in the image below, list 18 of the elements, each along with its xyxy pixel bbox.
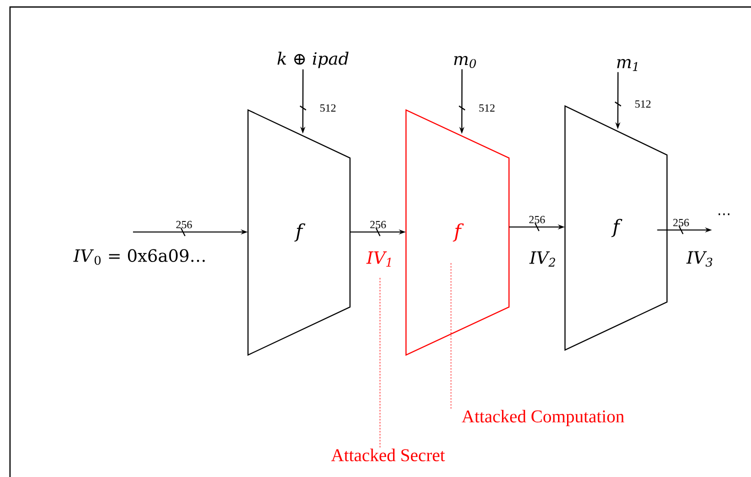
math-label: IV$_{1}$ bbox=[366, 251, 391, 267]
annotation-text: Attacked Secret bbox=[331, 448, 445, 462]
math-label: IV$_{0}$ = 0x6a09… bbox=[73, 249, 205, 265]
math-label: m$_{0}$ bbox=[454, 56, 476, 68]
bit-width-label: 256 bbox=[176, 220, 192, 228]
math-label: IV$_{3}$ bbox=[686, 251, 712, 267]
bit-width-label: 256 bbox=[529, 216, 545, 224]
bit-width-label: 512 bbox=[320, 104, 336, 112]
annotation-text: Attacked Computation bbox=[462, 410, 624, 426]
bit-width-label: 256 bbox=[370, 220, 386, 228]
bit-width-label: 256 bbox=[673, 218, 689, 226]
ellipsis: ⋯ bbox=[718, 213, 730, 216]
math-label: IV$_{2}$ bbox=[529, 251, 556, 267]
bit-width-label: 512 bbox=[479, 104, 495, 112]
leader-line bbox=[450, 262, 452, 409]
math-label: m$_{1}$ bbox=[617, 59, 638, 71]
math-label: k ⊕ ipad bbox=[278, 52, 349, 68]
bit-width-label: 512 bbox=[635, 100, 651, 108]
